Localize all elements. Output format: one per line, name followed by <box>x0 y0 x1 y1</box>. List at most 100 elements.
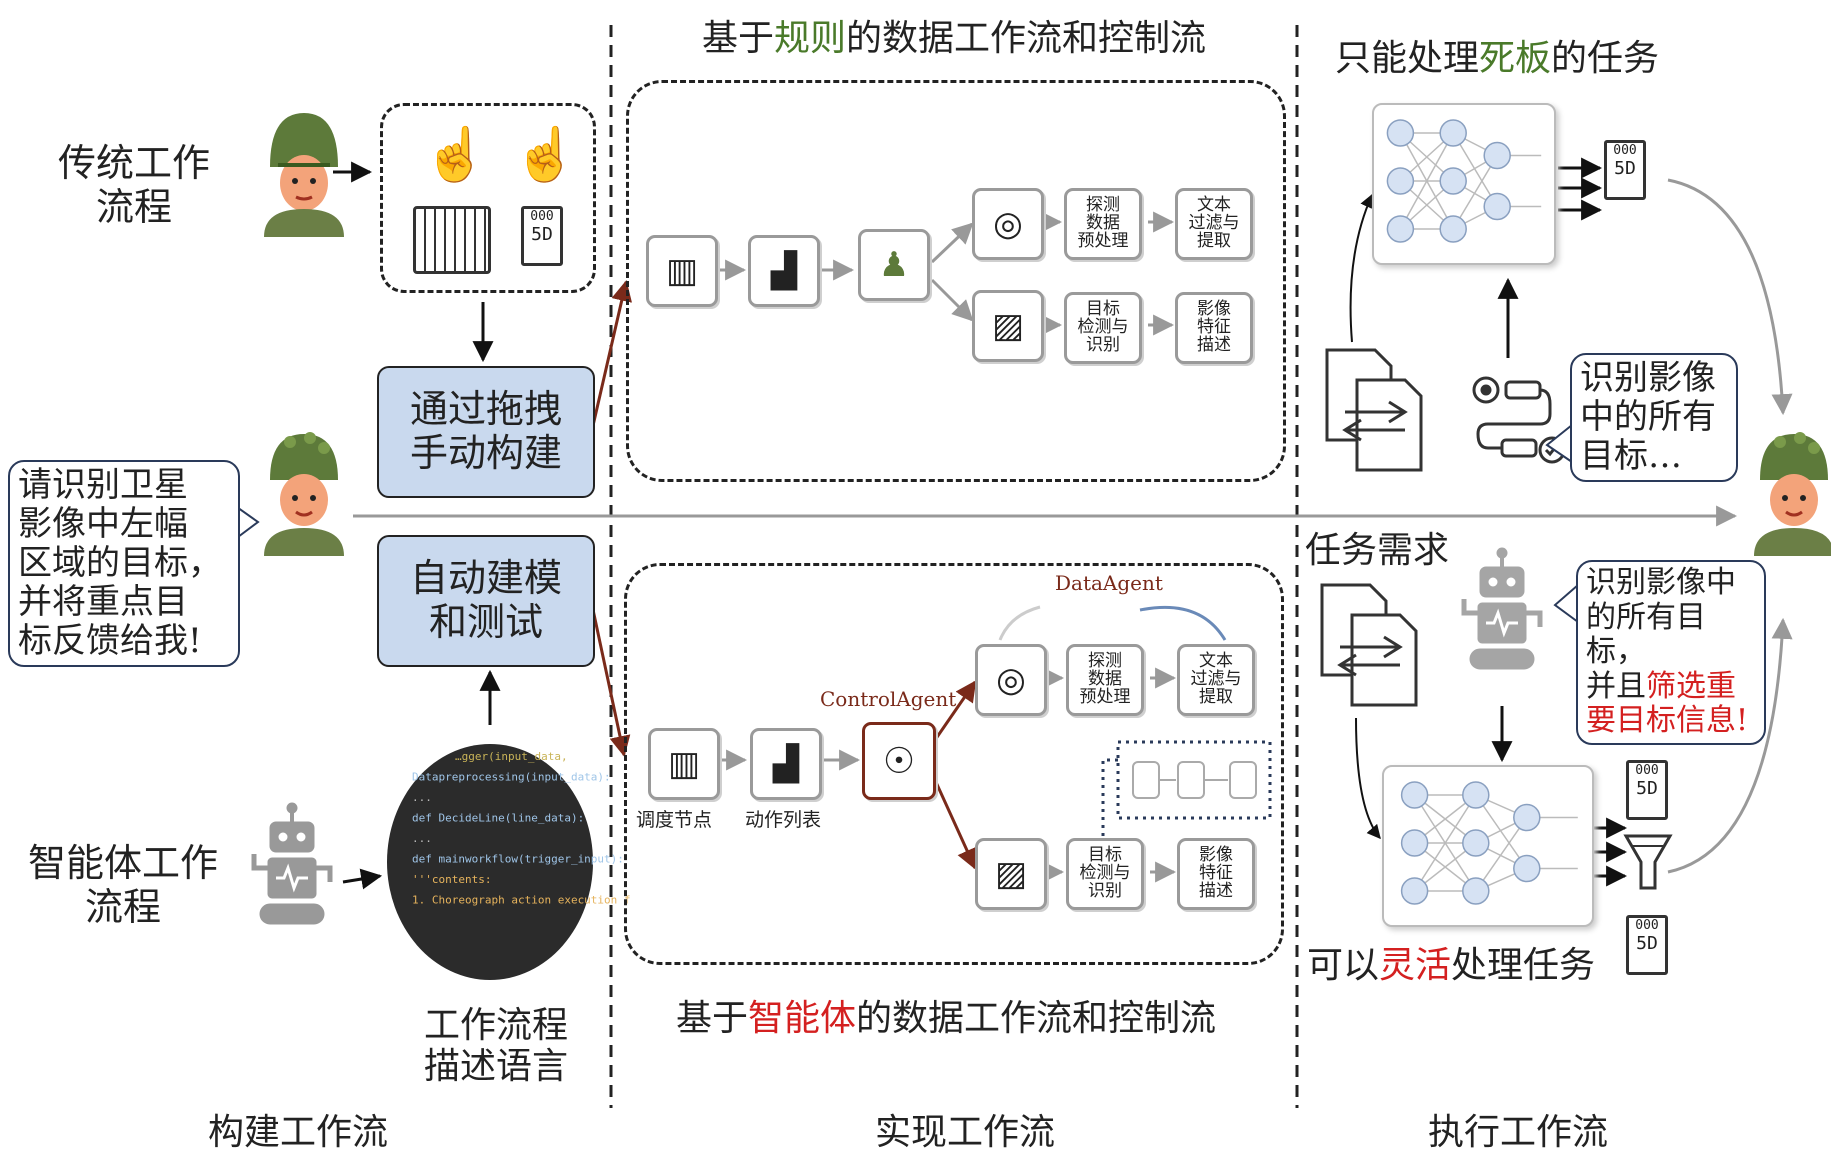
nn-neuron <box>1483 192 1511 221</box>
task-node-preprocess: 探测 数据 预处理 <box>1064 188 1142 260</box>
arrow-auto-to-agent-panel <box>590 604 631 758</box>
nn-neuron <box>1400 829 1429 857</box>
human-operator-node: ♟ <box>858 229 930 301</box>
arrow-top-result-to-user <box>1667 178 1793 416</box>
nn-graph <box>1400 781 1578 905</box>
document-exchange-icon <box>1320 583 1418 707</box>
code-language-label: 工作流程 描述语言 <box>424 1005 569 1088</box>
image-node: ▨ <box>972 290 1044 362</box>
traditional-workflow-label: 传统工作 流程 <box>58 141 211 229</box>
arrow-doc-to-bottom-nn <box>1355 717 1381 840</box>
task-node-feature: 影像 特征 描述 <box>1175 292 1253 364</box>
dispatch-node: ▥ <box>648 728 720 800</box>
forklift-icon: ▥ <box>667 744 701 784</box>
nn-edge <box>1475 794 1528 869</box>
nn-edge <box>1452 155 1498 230</box>
data-process-node: ◎ <box>975 644 1047 716</box>
nn-neuron <box>1439 167 1467 195</box>
nn-neuron <box>1400 877 1429 905</box>
column-label-execute: 执行工作流 <box>1428 1112 1609 1153</box>
control-agent-label: ControlAgent <box>820 687 957 711</box>
task-node-detection: 目标 检测与 识别 <box>1066 838 1144 910</box>
agent-based-title: 基于智能体的数据工作流和控制流 <box>676 998 1217 1039</box>
brain-icon: ☉ <box>882 740 916 782</box>
agent-workflow-label: 智能体工作 流程 <box>28 841 219 929</box>
task-node-text-filter: 文本 过滤与 提取 <box>1175 188 1253 260</box>
nn-neuron <box>1400 781 1429 809</box>
bubble-tail <box>1553 584 1579 623</box>
image-icon: ▨ <box>994 854 1028 894</box>
data-agent-label: DataAgent <box>1055 571 1163 595</box>
database-icon: ◎ <box>996 660 1026 700</box>
nn-neuron <box>1483 141 1511 170</box>
flexible-task-title: 可以灵活处理任务 <box>1307 945 1596 986</box>
nn-neuron <box>1462 781 1490 809</box>
code-lines: …gger(input_data,Datapreprocessing(input… <box>412 750 631 907</box>
nn-edge <box>1452 132 1498 207</box>
analytics-icon: ▟ <box>772 744 800 784</box>
task-requirement-label: 任务需求 <box>1305 530 1450 571</box>
flexible-task-bubble: 识别影像中 的所有目标， 并且筛选重 要目标信息! <box>1576 560 1766 745</box>
soldier-icon <box>264 113 344 237</box>
forklift-icon: ▥ <box>665 251 699 291</box>
rule-based-title: 基于规则的数据工作流和控制流 <box>702 18 1207 59</box>
nn-neuron <box>1513 803 1541 832</box>
nn-edge <box>1413 794 1477 892</box>
code-line: 1. Choreograph action execution f <box>412 894 631 907</box>
data-agent-curve <box>1139 605 1227 641</box>
arrow-bottom-result-to-user <box>1667 617 1793 874</box>
swipe-icon: ☝ <box>513 125 578 185</box>
nn-neuron <box>1386 215 1415 243</box>
code-line: ... <box>412 832 432 845</box>
pipe-arrow <box>930 222 974 264</box>
action-list-node: ▟ <box>748 235 820 307</box>
action-list-label: 动作列表 <box>745 809 822 831</box>
soldier-icon: ♟ <box>878 245 910 285</box>
tap-icon: ☝ <box>423 125 488 185</box>
rule-pipeline-panel <box>626 80 1286 482</box>
arrow-doc-to-top-nn <box>1349 193 1374 343</box>
data-agent-curve-left <box>998 605 1041 641</box>
keyboard-icon <box>413 206 491 274</box>
mini-pipeline-box <box>1116 740 1272 820</box>
nn-neuron <box>1439 119 1467 147</box>
task-node-feature: 影像 特征 描述 <box>1177 838 1255 910</box>
control-arrow-up <box>933 680 977 741</box>
nn-edge <box>1399 132 1454 230</box>
data-process-node: ◎ <box>972 188 1044 260</box>
code-line: def DecideLine(line_data): <box>412 812 584 825</box>
database-icon: ◎ <box>993 204 1023 244</box>
rigid-task-title: 只能处理死板的任务 <box>1335 38 1660 79</box>
neural-network-top-overlay <box>1386 119 1542 243</box>
robot-icon <box>251 802 333 925</box>
action-list-node: ▟ <box>750 728 822 800</box>
neural-network-bottom-overlay <box>1400 781 1578 905</box>
document-exchange-icon <box>1325 348 1423 472</box>
code-line: '''contents: <box>412 873 491 886</box>
nn-neuron <box>1386 167 1415 195</box>
nn-neuron <box>1462 829 1490 857</box>
user-request-bubble: 请识别卫星 影像中左幅 区域的目标， 并将重点目 标反馈给我! <box>8 460 240 668</box>
bubble-tail <box>1545 424 1573 463</box>
column-label-build: 构建工作流 <box>208 1112 389 1153</box>
code-line: …gger(input_data, <box>455 750 568 763</box>
funnel-icon <box>1623 834 1673 890</box>
control-arrow-down <box>933 779 977 870</box>
bubble-tail <box>233 504 260 541</box>
manual-build-box: 通过拖拽 手动构建 <box>377 366 595 498</box>
task-node-text-filter: 文本 过滤与 提取 <box>1177 644 1255 716</box>
task-node-preprocess: 探测 数据 预处理 <box>1066 644 1144 716</box>
task-node-detection: 目标 检测与 识别 <box>1064 292 1142 364</box>
rigid-task-bubble: 识别影像 中的所有 目标… <box>1570 353 1738 483</box>
analytics-icon: ▟ <box>770 251 798 291</box>
image-node: ▨ <box>975 838 1047 910</box>
image-icon: ▨ <box>991 306 1025 346</box>
mini-node <box>1229 761 1257 799</box>
nn-neuron <box>1513 854 1541 883</box>
nn-neuron <box>1439 215 1467 243</box>
